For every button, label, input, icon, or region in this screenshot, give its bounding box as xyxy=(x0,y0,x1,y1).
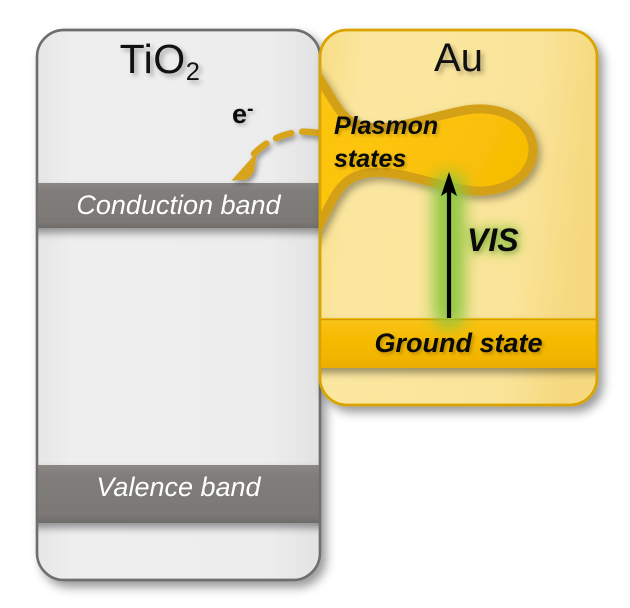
electron-charge-sign: - xyxy=(247,98,254,120)
page-title-semiconductor: TiO2 xyxy=(0,36,320,87)
ground-state-label: Ground state xyxy=(374,328,543,358)
valence-band xyxy=(37,465,320,523)
plasmon-label-line2: states xyxy=(334,145,407,173)
page-title-metal: Au xyxy=(434,36,483,80)
electron-transfer-arrow xyxy=(232,128,322,181)
plasmon-states-label: Plasmon states xyxy=(334,110,438,176)
plasmon-label-line1: Plasmon xyxy=(334,112,439,140)
vis-excitation-arrow xyxy=(441,172,457,318)
ground-state-band xyxy=(320,318,597,368)
conduction-band-label: Conduction band xyxy=(76,190,281,220)
electron-symbol: e xyxy=(232,99,248,130)
tio2-text: TiO xyxy=(119,36,186,82)
au-outline xyxy=(318,28,599,407)
tio2-subscript: 2 xyxy=(185,58,201,87)
plasmon-states-blob xyxy=(320,63,538,243)
electron-label: e- xyxy=(232,98,254,130)
conduction-band xyxy=(37,183,320,228)
vis-excitation-label: VIS xyxy=(467,222,519,258)
valence-band-label: Valence band xyxy=(96,472,261,502)
